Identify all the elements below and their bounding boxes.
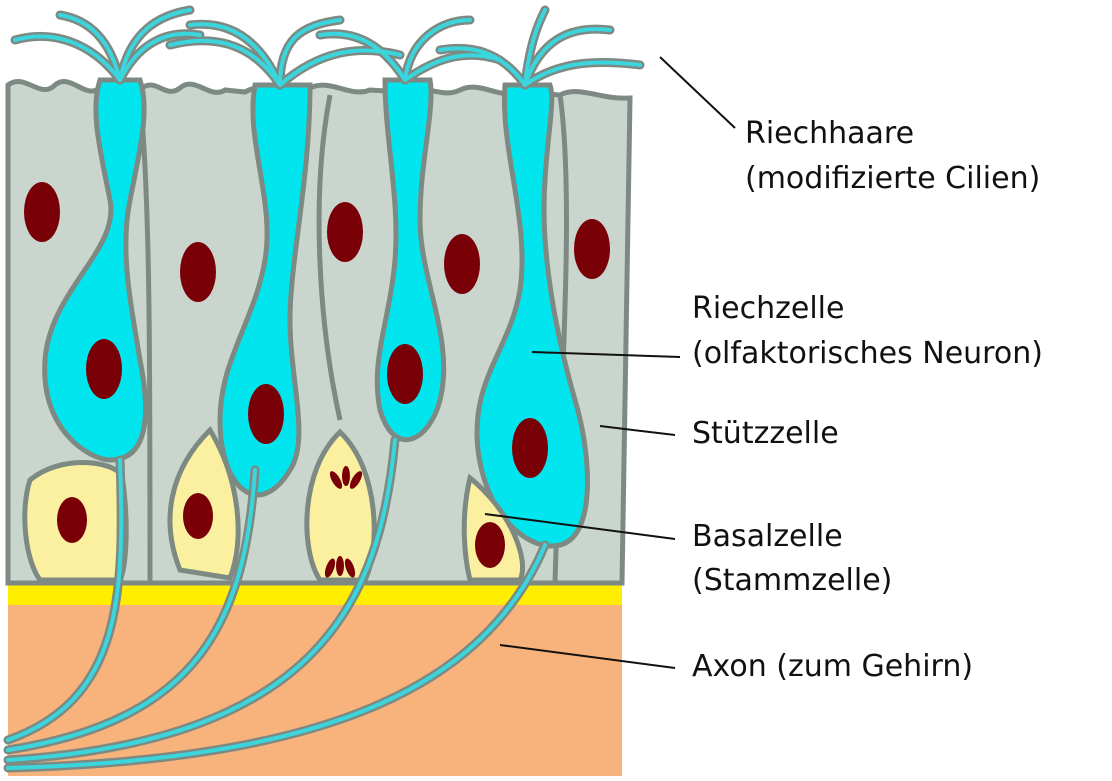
label-riechzelle-line1: Riechzelle [692,291,844,326]
nucleus [86,339,122,399]
nucleus [180,242,216,302]
nucleus [183,493,213,539]
label-riechhaare-line1: Riechhaare [745,116,914,151]
label-basalzelle-line1: Basalzelle [692,519,843,554]
basal-membrane [8,583,622,605]
nucleus [327,202,363,262]
nucleus [475,522,505,568]
nucleus [444,234,480,294]
label-riechzelle-line2: (olfaktorisches Neuron) [692,336,1043,371]
nucleus [512,418,548,478]
nucleus [574,219,610,279]
label-stuetzzelle: Stützzelle [692,416,839,451]
label-basalzelle-line2: (Stammzelle) [692,563,892,598]
cilia [15,10,640,85]
nucleus [24,182,60,242]
nucleus [57,497,87,543]
label-axon: Axon (zum Gehirn) [692,649,973,684]
label-riechhaare-line2: (modifizierte Cilien) [745,161,1040,196]
nucleus [248,384,284,444]
leader-riechhaare [660,57,735,128]
nucleus [387,344,423,404]
